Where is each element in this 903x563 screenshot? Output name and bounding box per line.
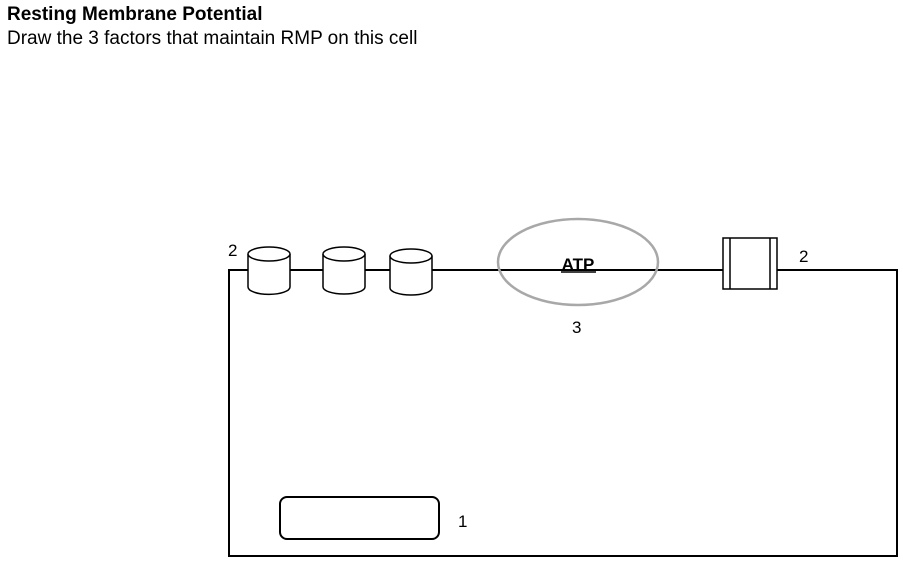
atp-pump: ATP — [496, 217, 660, 307]
label-channel-right: 2 — [799, 247, 808, 266]
atp-label: ATP — [562, 255, 595, 274]
label-channels-left: 2 — [228, 241, 237, 260]
label-box: 1 — [458, 512, 467, 531]
page-title: Resting Membrane Potential — [7, 4, 263, 25]
ion-channel-cylinder — [389, 248, 433, 296]
ion-channel-cylinder — [322, 246, 366, 295]
ion-channel-cylinder — [247, 246, 291, 296]
cell-membrane — [228, 269, 898, 557]
intracellular-box — [279, 496, 440, 540]
label-pump: 3 — [572, 318, 581, 337]
ion-channel-box — [722, 237, 778, 290]
instruction-text: Draw the 3 factors that maintain RMP on … — [7, 28, 418, 49]
